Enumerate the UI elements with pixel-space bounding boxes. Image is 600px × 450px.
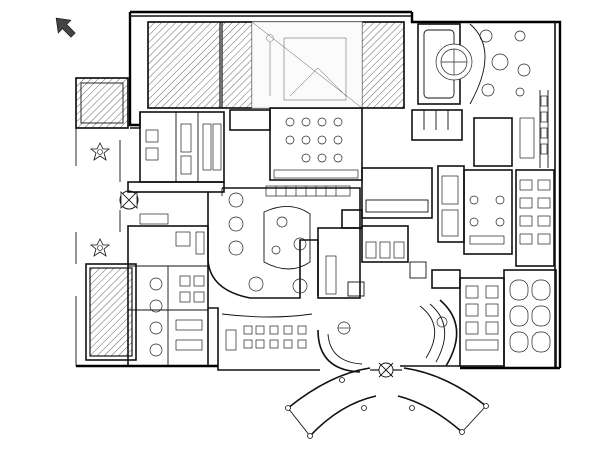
pool-area	[417, 23, 531, 105]
atrium-skylight	[251, 21, 363, 109]
fountain-icon	[89, 238, 111, 257]
fountain-icon	[89, 142, 111, 161]
west-wing-furniture	[139, 123, 222, 357]
service-core	[317, 167, 433, 299]
lobby-stair	[400, 299, 460, 367]
lower-hall	[208, 307, 363, 373]
restaurant-area	[229, 107, 363, 181]
revolving-door-icon	[370, 362, 402, 378]
sculpture-icon	[119, 190, 139, 210]
entrance-canopy	[285, 362, 489, 439]
lower-right-rooms	[431, 269, 557, 369]
lounge-area	[207, 185, 361, 299]
upper-outer-walls	[128, 10, 562, 368]
courtyard-left-top	[75, 77, 129, 129]
lower-outer-walls	[76, 364, 560, 370]
north-arrow-icon	[55, 17, 76, 38]
courtyard-left-bottom	[85, 263, 137, 361]
left-walkway	[75, 128, 139, 366]
upper-right-rooms	[411, 90, 555, 267]
